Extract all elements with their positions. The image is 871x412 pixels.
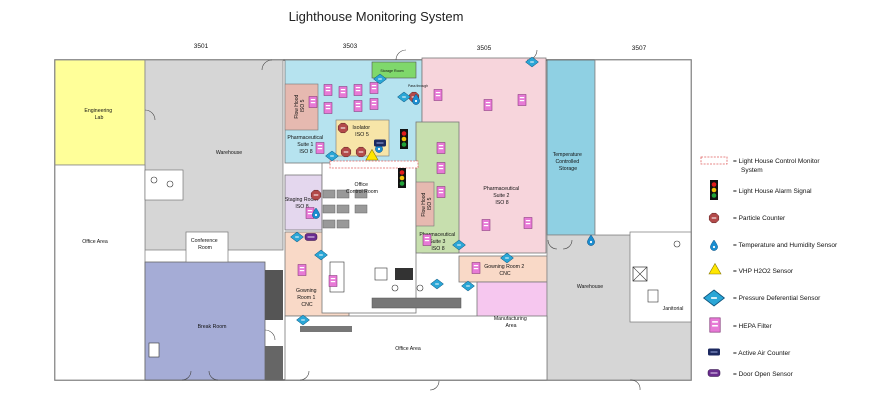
sink — [647, 289, 659, 303]
room-label: Warehouse — [577, 284, 603, 290]
room-label: Manufacturing Area — [494, 316, 528, 329]
unit-number: 3507 — [632, 45, 647, 52]
room-label: Conference Room — [191, 238, 219, 251]
cabinet — [265, 346, 283, 380]
door-swings — [144, 49, 641, 391]
unit-number: 3501 — [194, 43, 209, 50]
legend-label: = Active Air Counter — [733, 350, 791, 357]
door-open-sensor-icon — [707, 369, 721, 377]
room-office-area-left — [54, 164, 146, 381]
room-label: Engineering Lab — [84, 108, 113, 121]
door-open-sensor-icon — [304, 233, 318, 241]
restroom — [144, 169, 184, 201]
room-label: Break Room — [198, 324, 227, 330]
legend-label: = Light House Control Monitor System — [733, 158, 821, 174]
room-engineering-lab — [54, 59, 146, 166]
page-title: Lighthouse Monitoring System — [289, 9, 464, 24]
legend-label: = Temperature and Humidity Sensor — [733, 242, 838, 249]
temp-humidity-sensor-icon — [709, 239, 719, 252]
room-unit-3507-upper — [594, 59, 692, 236]
pressure-sensor-icon — [702, 289, 726, 307]
appliance — [395, 268, 413, 280]
room-label: Pass through — [408, 84, 428, 88]
active-air-counter-icon — [374, 139, 386, 147]
room-label: Office Area — [395, 346, 421, 352]
vhp-h2o2-sensor-icon — [708, 263, 722, 275]
legend: = Light House Control Monitor System = L… — [700, 156, 838, 378]
room-temp-storage — [546, 59, 596, 236]
particle-counter-icon — [708, 212, 720, 224]
room-label: Pharmaceutical Suite 3 ISO 8 — [419, 232, 456, 252]
room-label: Pharmaceutical Suite 1 ISO 8 — [287, 135, 324, 155]
room-warehouse-left — [144, 59, 284, 251]
unit-number: 3505 — [477, 45, 492, 52]
office-desks — [322, 189, 368, 229]
room-flow-hood-2 — [415, 181, 435, 227]
room-break-room — [144, 261, 266, 381]
active-air-counter-icon — [708, 348, 720, 356]
room-label: Temperature Controlled Storage — [553, 152, 584, 172]
room-label: Office Control Room — [346, 182, 378, 195]
room-label: Pharmaceutical Suite 2 ISO 8 — [483, 186, 520, 206]
unit-number: 3503 — [343, 43, 358, 50]
sink — [374, 267, 388, 281]
legend-label: = Particle Counter — [733, 215, 786, 222]
workbench — [371, 297, 462, 309]
hepa-filter-icon — [709, 317, 721, 333]
control-monitor-icon — [329, 160, 419, 169]
legend-label: = HEPA Filter — [733, 323, 773, 330]
room-label: Office Area — [82, 239, 108, 245]
room-label: Gowning Room 1 CNC — [296, 288, 318, 308]
appliance — [148, 342, 160, 358]
room-conference — [185, 231, 229, 263]
room-label: Storage Room — [380, 69, 403, 73]
room-label: Flow Hood ISO 5 — [421, 191, 433, 216]
room-label: Janitorial — [663, 306, 684, 312]
control-monitor-icon — [700, 156, 728, 165]
room-label: Flow Hood ISO 5 — [294, 93, 306, 118]
legend-label: = Light House Alarm Signal — [733, 188, 812, 195]
room-label: Isolator ISO 5 — [352, 125, 371, 138]
legend-label: = VHP H2O2 Sensor — [733, 268, 794, 275]
room-label: Gowning Room 2 CNC — [484, 264, 526, 277]
room-label: Staging Room ISO 8 — [285, 197, 319, 210]
room-storage — [371, 61, 417, 79]
legend-label: = Pressure Deferential Sensor — [733, 295, 821, 302]
cabinet — [265, 270, 283, 320]
room-label: Warehouse — [216, 150, 242, 156]
workbench — [300, 326, 352, 332]
legend-label: = Door Open Sensor — [733, 371, 794, 378]
alarm-signal-icon — [710, 180, 718, 200]
